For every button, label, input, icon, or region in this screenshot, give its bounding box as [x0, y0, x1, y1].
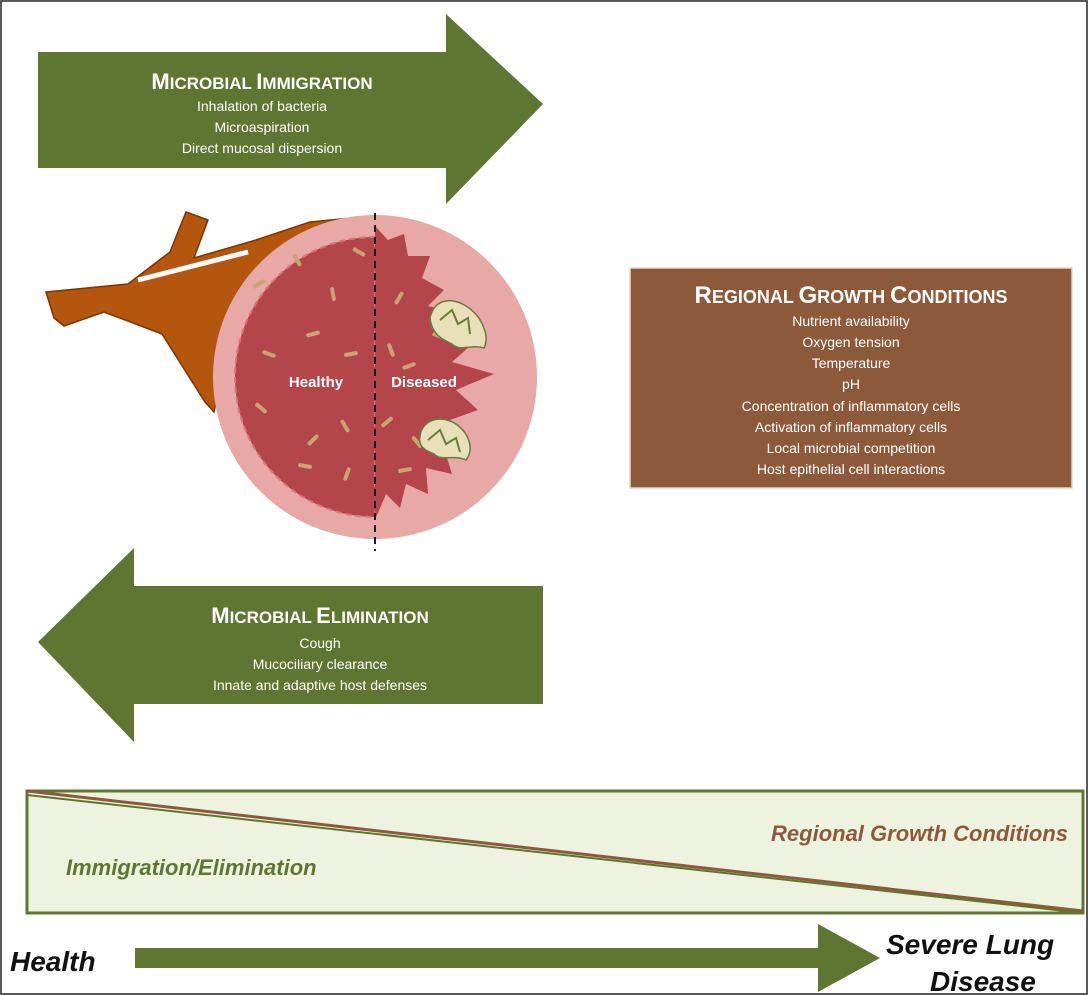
elimination-arrow: MICROBIAL ELIMINATION Cough Mucociliary … — [38, 548, 543, 742]
immigration-item: Inhalation of bacteria — [197, 98, 327, 114]
growth-item: Oxygen tension — [802, 334, 899, 350]
growth-item: Temperature — [812, 355, 891, 371]
elimination-title: MICROBIAL ELIMINATION — [211, 603, 429, 628]
alveolus-healthy-half — [234, 235, 376, 519]
health-label: Health — [10, 946, 96, 977]
health-axis-arrow — [135, 924, 880, 992]
diseased-label: Diseased — [391, 374, 457, 391]
bacteria-rods — [252, 247, 446, 481]
growth-conditions-box: REGIONAL GROWTH CONDITIONS Nutrient avai… — [629, 267, 1073, 489]
growth-item: Nutrient availability — [792, 313, 910, 329]
gradient-divider-brown — [26, 789, 1084, 913]
growth-item: Host epithelial cell interactions — [757, 461, 945, 477]
severe-disease-label-line1: Severe Lung — [886, 929, 1054, 960]
severe-disease-label-line2: Disease — [930, 966, 1036, 995]
elimination-item: Mucociliary clearance — [253, 656, 388, 672]
gradient-panel: Regional Growth Conditions Immigration/E… — [25, 789, 1085, 915]
health-axis: Health Severe Lung Disease — [10, 924, 1054, 995]
alveolus-illustration: Healthy Diseased — [213, 213, 537, 551]
healthy-label: Healthy — [289, 374, 344, 391]
inflammatory-cells — [418, 299, 487, 461]
immigration-title: MICROBIAL IMMIGRATION — [151, 69, 372, 94]
immigration-elimination-gradient-label: Immigration/Elimination — [66, 855, 317, 880]
growth-title: REGIONAL GROWTH CONDITIONS — [694, 282, 1007, 309]
elimination-item: Cough — [299, 635, 340, 651]
alveolus-diseased-half — [375, 226, 494, 520]
immigration-item: Direct mucosal dispersion — [182, 140, 342, 156]
immigration-item: Microaspiration — [215, 119, 310, 135]
elimination-item: Innate and adaptive host defenses — [213, 677, 427, 693]
gradient-divider-green — [26, 794, 1084, 914]
growth-item: Local microbial competition — [767, 440, 936, 456]
growth-item: Activation of inflammatory cells — [755, 419, 947, 435]
growth-item: pH — [842, 376, 860, 392]
regional-growth-gradient-label: Regional Growth Conditions — [771, 821, 1068, 846]
growth-item: Concentration of inflammatory cells — [742, 398, 961, 414]
immigration-arrow: MICROBIAL IMMIGRATION Inhalation of bact… — [38, 14, 543, 204]
